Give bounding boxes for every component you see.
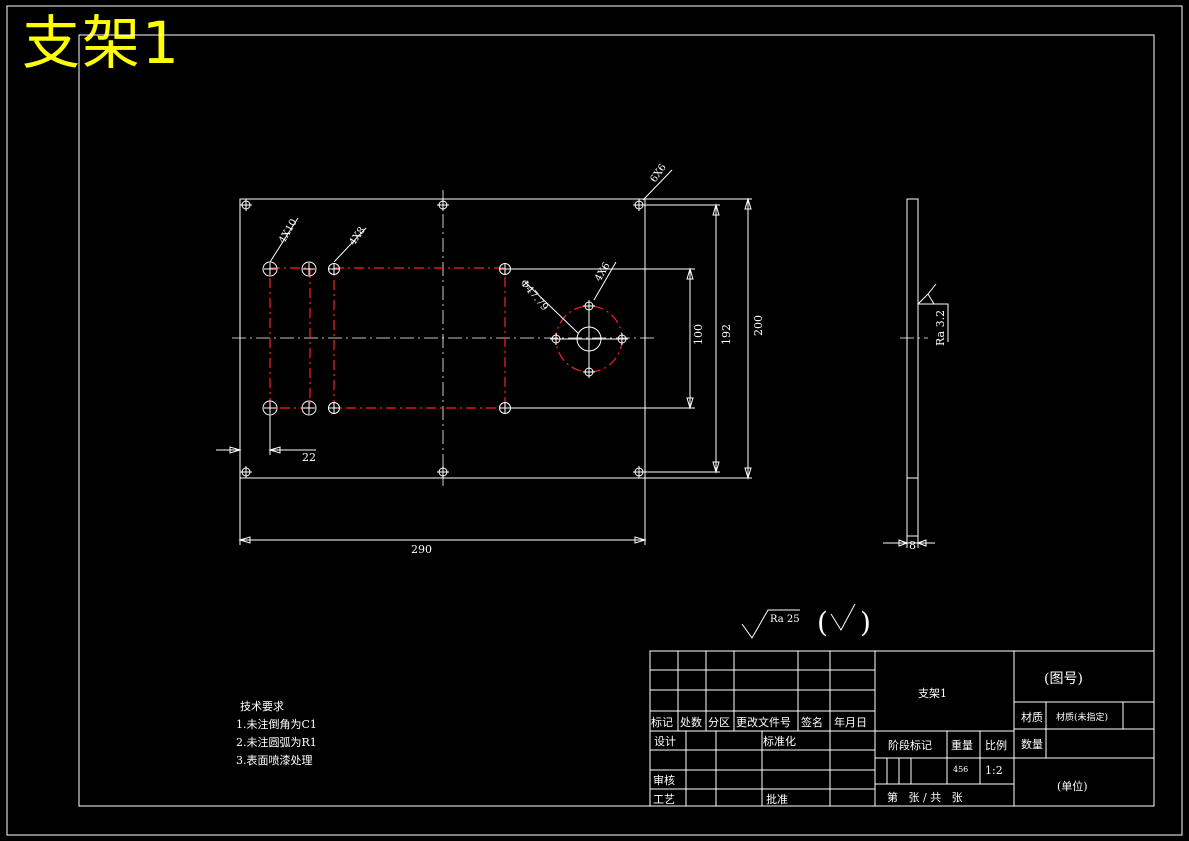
roughness-main-label: Ra 25	[770, 614, 800, 625]
technical-notes: 技术要求 1.未注倒角为C1 2.未注圆弧为R1 3.表面喷漆处理	[236, 700, 317, 767]
note-item: 1.未注倒角为C1	[236, 717, 317, 731]
front-view	[232, 190, 655, 486]
dim-8: 8	[909, 539, 916, 552]
tb-approve: 批准	[766, 792, 788, 806]
note-item: 2.未注圆弧为R1	[236, 735, 317, 749]
side-outline	[906, 198, 919, 537]
dimension-texts: 290 22 100 192 200 4X10 4X8 6X6 4X6 Φ47.…	[277, 162, 765, 556]
dim-4x10: 4X10	[277, 217, 300, 245]
hole	[301, 261, 317, 277]
tb-design: 设计	[654, 735, 676, 748]
tb-date: 年月日	[834, 715, 867, 729]
inner-border	[78, 34, 1155, 807]
dim-4x8: 4X8	[347, 225, 367, 248]
tb-count: 处数	[680, 716, 702, 729]
close-paren: )	[860, 606, 871, 639]
dim-290: 290	[411, 543, 432, 556]
hole-pattern-right	[333, 267, 506, 409]
dim-22: 22	[302, 451, 316, 464]
tb-unit: (单位)	[1057, 779, 1088, 793]
tb-scale-value: 1:2	[985, 764, 1003, 777]
hole-pattern-left	[269, 267, 311, 409]
hole	[301, 400, 317, 416]
tb-zone: 分区	[708, 716, 730, 729]
tb-material-value: 材质(未指定)	[1056, 711, 1108, 723]
tb-process: 工艺	[653, 793, 675, 806]
tb-part-name: 支架1	[918, 687, 947, 700]
tb-review: 审核	[653, 773, 675, 787]
notes-heading: 技术要求	[240, 700, 284, 713]
check-symbol	[830, 603, 856, 631]
tb-change-doc: 更改文件号	[736, 715, 791, 729]
tb-weight-value: 456	[953, 765, 968, 774]
tb-stage-label: 阶段标记	[888, 738, 932, 752]
open-paren: (	[817, 606, 828, 639]
tb-mark: 标记	[651, 715, 673, 729]
note-item: 3.表面喷漆处理	[236, 753, 313, 767]
tb-scale-label: 比例	[985, 738, 1007, 752]
hole-center-marks	[240, 199, 645, 478]
dim-100: 100	[692, 324, 705, 345]
roughness-symbol-side	[917, 283, 949, 342]
roughness-main: Ra 25 ( )	[741, 603, 871, 639]
dim-200: 200	[752, 315, 765, 336]
side-view: 8 Ra 3.2	[883, 198, 949, 552]
dim-phi47: Φ47.79	[518, 278, 550, 313]
tb-sign: 签名	[801, 715, 823, 729]
tb-standard: 标准化	[763, 734, 796, 748]
outer-border	[6, 5, 1183, 836]
roughness-side-label: Ra 3.2	[934, 310, 947, 346]
tb-sheet: 第 张 / 共 张	[887, 790, 963, 804]
tb-material-label: 材质	[1021, 710, 1043, 724]
dim-192: 192	[720, 324, 733, 345]
dimensions	[216, 169, 752, 545]
tb-quantity-label: 数量	[1021, 738, 1043, 751]
roughness-symbol-main	[741, 609, 800, 639]
tb-drawing-no: (图号)	[1044, 671, 1083, 687]
dim-6x6: 6X6	[648, 162, 668, 185]
drawing-title: 支架1	[22, 9, 181, 77]
tb-weight-label: 重量	[951, 738, 973, 752]
title-block: 支架1 (图号) 材质 材质(未指定) 数量 (单位) 阶段标记 重量 比例 4…	[649, 650, 1155, 807]
